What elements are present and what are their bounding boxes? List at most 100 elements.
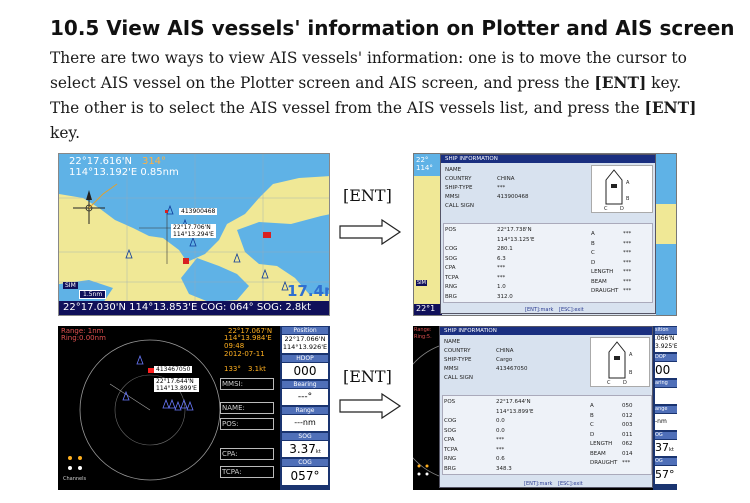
cog-label: COG: [282, 459, 328, 466]
info-dim-label: D: [590, 431, 595, 438]
svg-text:C: C: [604, 206, 608, 212]
plotter-lon: 114°13.192'E: [69, 167, 138, 178]
hdop-label: HDOP: [282, 355, 328, 362]
info-dim-value: ***: [622, 460, 631, 466]
info-nav-label: TCPA: [444, 446, 458, 453]
info-nav-value: 22°17.738'N: [497, 227, 532, 233]
ais-target-icons: [122, 354, 194, 411]
edge-lon: 114°: [416, 164, 433, 172]
arrow-right-icon: [339, 218, 402, 246]
edge-ring: Ring:5.: [414, 334, 432, 340]
info-dim-value: ***: [623, 288, 632, 294]
ais-mmsi-tag[interactable]: 413900468: [179, 208, 218, 215]
bearing-label: Bearing: [282, 381, 328, 388]
info-dim-value: ***: [623, 240, 632, 247]
info-nav-value: 6.3: [497, 255, 506, 262]
position-lat: 22°17.066'N: [284, 335, 326, 343]
footer-exit-hint: [ESC]:exit: [558, 481, 583, 487]
radar-channels: Channels: [63, 476, 87, 482]
info-dim-label: DRAUGHT: [591, 288, 619, 294]
radar-cpa-label: CPA:: [222, 450, 238, 458]
edge-range: -nm: [655, 414, 677, 430]
radar-pos-label: POS:: [222, 420, 239, 428]
radar-mmsi-tag[interactable]: 413467050: [154, 366, 193, 373]
paragraph-text-1: There are two ways to view AIS vessels' …: [50, 49, 687, 92]
radar-lat: 22°17.067'N: [228, 327, 273, 335]
info-dim-value: ***: [623, 231, 632, 237]
info-dim-label: D: [591, 259, 596, 266]
info-field-label: SHIP-TYPE: [445, 185, 473, 191]
footer-mark-hint: [ENT]:mark: [525, 307, 554, 313]
info-dim-value: 062: [622, 441, 633, 447]
sog-unit: kt: [315, 449, 321, 455]
edge-sog-label: OG: [655, 432, 677, 439]
plotter-range: 0.85nm: [140, 167, 179, 178]
cursor-lon: 114°13.294'E: [173, 231, 214, 238]
footer-mark-hint: [ENT]:mark: [524, 481, 553, 487]
info-nav-label: POS: [445, 227, 457, 233]
info-dim-value: 003: [622, 422, 633, 428]
info-nav-value: 114°13.125'E: [497, 236, 535, 243]
info-nav-value: 114°13.899'E: [496, 408, 534, 415]
info-nav-value: ***: [496, 437, 505, 443]
info-dim-value: 012: [622, 412, 633, 419]
edge-cog-label: OG: [655, 458, 677, 465]
sog-box: 3.37kt: [282, 441, 328, 457]
radar-range: Range: 1nm: [61, 327, 104, 335]
edge-hdop-label: DOP: [655, 354, 677, 361]
ent-key-2: [ENT]: [644, 99, 697, 117]
info-field-label: SHIP-TYPE: [444, 357, 472, 363]
footer-exit-hint: [ESC]:exit: [559, 307, 584, 313]
info-nav-label: RNG: [444, 456, 457, 462]
arrow-right-icon: [339, 392, 402, 420]
info-dim-label: LENGTH: [591, 269, 614, 275]
bearing-value: ---°: [282, 389, 328, 405]
radar-cursor-lat: 22°17.644'N: [156, 378, 194, 385]
svg-text:B: B: [626, 196, 630, 202]
plotter-heading: 314°: [141, 156, 167, 167]
info-field-label: CALL SIGN: [445, 203, 474, 209]
section-heading: 10.5 View AIS vessels' information on Pl…: [50, 16, 735, 40]
info-nav-value: 280.1: [497, 246, 513, 252]
info-field-value: 413900468: [497, 194, 529, 200]
edge-range-label: ange: [655, 406, 677, 413]
info-nav-label: CPA: [444, 437, 455, 443]
waypoint-icon: [183, 258, 189, 264]
edge-pos-lat: .066'N: [655, 335, 675, 342]
info-nav-value: 0.6: [496, 456, 505, 462]
info-field-label: COUNTRY: [444, 348, 471, 354]
info-field-value: 413467050: [496, 366, 528, 372]
ship-outline-icon: A B C D: [607, 341, 633, 386]
info-nav-value: 0.0: [496, 418, 505, 424]
scale-bar: 1.5nm: [79, 290, 107, 299]
ship-info-title: SHIP INFORMATION: [440, 327, 652, 335]
info-field-label: MMSI: [445, 194, 460, 200]
plotter-status-bar: 22°17.030'N 114°13.853'E COG: 064° SOG: …: [59, 301, 329, 315]
ship-diagram: A B C D: [590, 337, 650, 387]
info-field-label: COUNTRY: [445, 176, 472, 182]
hdop-value: 000: [282, 363, 328, 379]
radar-cursor-lon: 114°13.899'E: [156, 385, 197, 392]
cursor-lat: 22°17.706'N: [173, 224, 211, 231]
info-field-label: MMSI: [444, 366, 459, 372]
info-dim-label: LENGTH: [590, 441, 613, 447]
info-field-value: ***: [497, 185, 506, 191]
paragraph-text-3: key.: [50, 124, 80, 142]
info-nav-label: BRG: [445, 293, 457, 300]
ship-info-panel-top: 22° 114° SIM 22°1 SHIP INFORMATION A B C…: [413, 153, 677, 316]
info-dim-label: B: [591, 240, 595, 247]
edge-bearing-label: aring: [655, 380, 677, 387]
edge-hdop: 00: [655, 362, 677, 378]
svg-text:D: D: [623, 380, 627, 386]
edge-sog: 37: [655, 441, 669, 454]
info-dim-value: ***: [623, 269, 632, 275]
info-nav-label: RNG: [445, 284, 458, 290]
info-nav-value: ***: [497, 265, 506, 271]
info-nav-label: TCPA: [445, 274, 459, 281]
radar-speed: 3.1kt: [248, 365, 266, 373]
range-value: ---nm: [282, 415, 328, 431]
edge-cog: 57°: [655, 466, 677, 484]
svg-text:A: A: [626, 180, 630, 186]
